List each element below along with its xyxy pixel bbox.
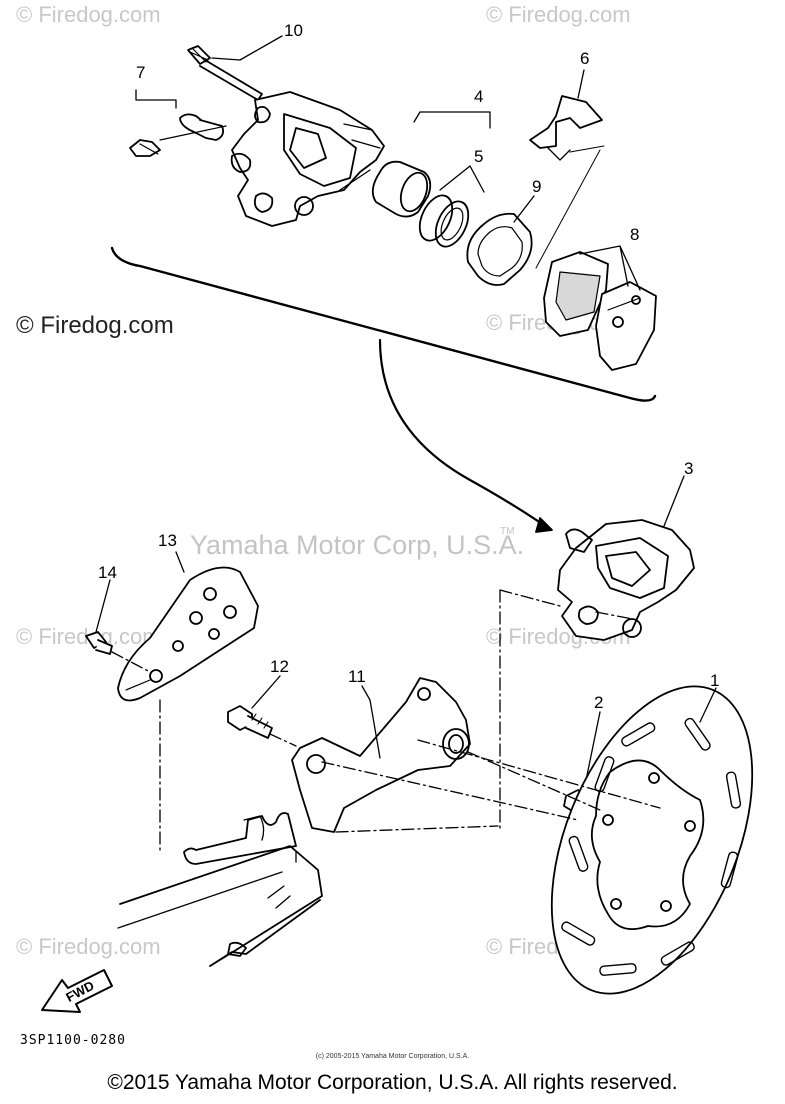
caliper-body-top	[230, 91, 385, 227]
assembly-arrow	[378, 338, 550, 530]
callout-7: 7	[136, 63, 145, 82]
callout-6: 6	[580, 49, 589, 68]
part-4-piston	[371, 111, 491, 218]
swing-arm-section	[117, 812, 323, 967]
callout-11: 11	[348, 667, 366, 686]
watermark-yamaha: Yamaha Motor Corp, U.S.A.	[190, 530, 525, 560]
callout-4: 4	[474, 87, 483, 106]
part-13-guard	[117, 551, 259, 702]
part-11-caliper-bracket	[291, 677, 471, 833]
callout-14: 14	[98, 563, 117, 582]
part-9-insulator	[466, 195, 535, 286]
part-1-brake-disc	[550, 685, 754, 995]
callout-9: 9	[532, 177, 541, 196]
part-7-bleed-screw	[129, 89, 227, 157]
callout-13: 13	[158, 531, 177, 550]
part-code: 3SP1100-0280	[20, 1033, 126, 1048]
trademark-mark: TM	[500, 526, 515, 537]
part-6-pad-spring	[529, 69, 605, 269]
part-14-bolt	[85, 579, 113, 655]
callout-10: 10	[284, 21, 303, 40]
callout-3: 3	[684, 459, 693, 478]
watermark-top-right: © Firedog.com	[486, 2, 631, 27]
fwd-arrow-shape	[41, 969, 113, 1013]
watermark-left-3: © Firedog.com	[16, 934, 161, 959]
footer-copyright: ©2015 Yamaha Motor Corporation, U.S.A. A…	[107, 1071, 678, 1094]
callout-12: 12	[270, 657, 289, 676]
callout-5: 5	[474, 147, 483, 166]
part-10-pin-bolt	[187, 35, 283, 101]
part-3-caliper-assembly	[557, 475, 695, 641]
callout-2: 2	[594, 693, 603, 712]
part-5-seals	[418, 165, 485, 248]
assembly-arrow-head	[535, 517, 553, 533]
callout-8: 8	[630, 225, 639, 244]
small-copyright: (c) 2005-2015 Yamaha Motor Corporation, …	[315, 1053, 470, 1060]
callout-1: 1	[710, 671, 719, 690]
part-12-bolt	[227, 675, 281, 739]
part-8-brake-pads	[543, 245, 657, 371]
watermark-top-left: © Firedog.com	[16, 2, 161, 27]
group-bracket	[110, 246, 657, 402]
watermark-main: © Firedog.com	[16, 312, 174, 339]
